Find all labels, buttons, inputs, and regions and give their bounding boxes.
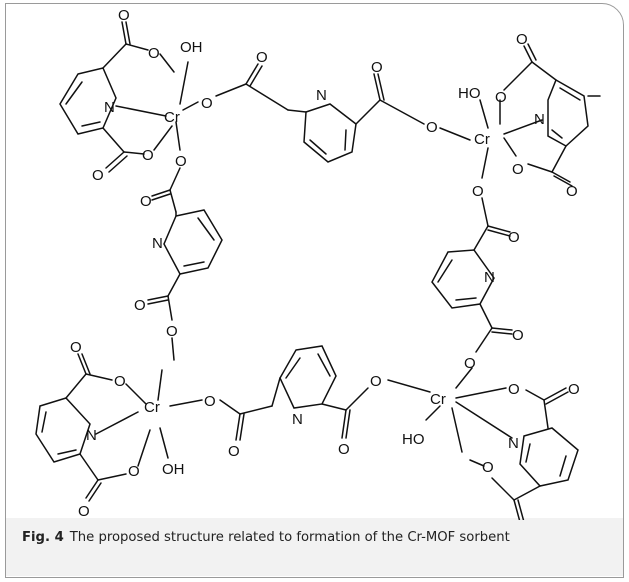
figure-caption-text: The proposed structure related to format… — [69, 530, 510, 545]
atom-n: N — [534, 111, 545, 128]
atom-o: O — [114, 373, 126, 390]
atom-o: O — [516, 31, 528, 48]
atom-o: O — [148, 45, 160, 62]
caption-band — [6, 518, 623, 576]
atom-ho: HO — [458, 85, 481, 102]
figure-frame — [5, 3, 624, 578]
figure-caption: Fig. 4 The proposed structure related to … — [22, 528, 612, 547]
atom-labels: O O OH N Cr O O O O O O N O O HO Cr O O … — [70, 7, 580, 520]
atom-o: O — [140, 193, 152, 210]
figure-label: Fig. 4 — [22, 530, 64, 545]
atom-o: O — [495, 89, 507, 106]
atom-o: O — [118, 7, 130, 24]
atom-o: O — [482, 459, 494, 476]
pyridine-ring-bottom-right — [519, 427, 579, 487]
pyridine-ring-bottom-center — [279, 345, 337, 409]
pyridine-ring-left-middle — [163, 209, 223, 275]
atom-o: O — [204, 393, 216, 410]
atom-n: N — [104, 99, 115, 116]
atom-o: O — [70, 339, 82, 356]
atom-o: O — [175, 153, 187, 170]
atom-o: O — [512, 161, 524, 178]
atom-cr: Cr — [430, 391, 446, 408]
atom-n: N — [508, 435, 519, 452]
atom-o: O — [568, 381, 580, 398]
atom-o: O — [166, 323, 178, 340]
atom-o: O — [134, 297, 146, 314]
atom-o: O — [201, 95, 213, 112]
atom-o: O — [508, 229, 520, 246]
atom-o: O — [142, 147, 154, 164]
atom-o: O — [92, 167, 104, 184]
atom-n: N — [292, 411, 303, 428]
atom-o: O — [228, 443, 240, 460]
pyridine-ring-top-center — [303, 103, 357, 163]
atom-o: O — [128, 463, 140, 480]
atom-o: O — [464, 355, 476, 372]
atom-o: O — [566, 183, 578, 200]
atom-o: O — [338, 441, 350, 458]
atom-cr: Cr — [474, 131, 490, 148]
atom-n: N — [152, 235, 163, 252]
atom-oh: OH — [180, 39, 203, 56]
atom-o: O — [426, 119, 438, 136]
atom-n: N — [484, 269, 495, 286]
atom-o: O — [508, 381, 520, 398]
atom-cr: Cr — [164, 109, 180, 126]
atom-o: O — [371, 59, 383, 76]
atom-oh: OH — [162, 461, 185, 478]
atom-cr: Cr — [144, 399, 160, 416]
atom-o: O — [472, 183, 484, 200]
atom-o: O — [512, 327, 524, 344]
pyridine-ring-top-right — [547, 78, 589, 147]
atom-n: N — [316, 87, 327, 104]
atom-o: O — [370, 373, 382, 390]
atom-n: N — [86, 427, 97, 444]
atom-ho: HO — [402, 431, 425, 448]
cr-mof-structure-diagram: O O OH N Cr O O O O O O N O O HO Cr O O … — [35, 7, 601, 520]
atom-o: O — [256, 49, 268, 66]
atom-o: O — [78, 503, 90, 520]
